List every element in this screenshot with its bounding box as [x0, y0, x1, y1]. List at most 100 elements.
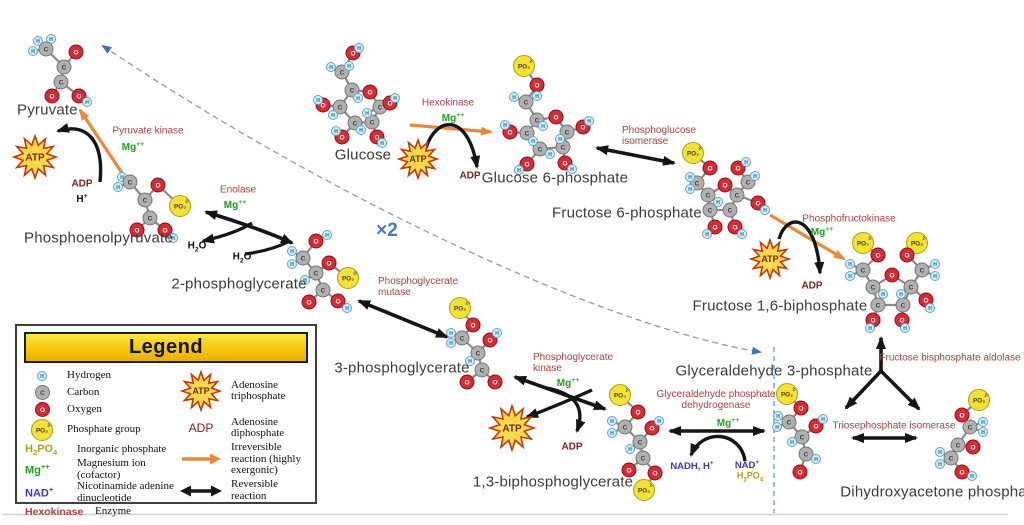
legend-label: Irreversible reaction (highly exergonic): [231, 441, 301, 476]
svg-text:C: C: [695, 180, 700, 187]
metabolite-label-dihydroxyacetone-phosphate: Dihydroxyacetone phosphate: [840, 483, 1024, 501]
svg-text:C: C: [787, 419, 792, 426]
cofactor-label-adp-2: ADP: [459, 170, 481, 182]
H-atom-icon: H: [465, 356, 475, 366]
svg-text:H: H: [531, 139, 535, 145]
H-atom-icon: H: [787, 437, 797, 447]
svg-text:C: C: [350, 87, 355, 94]
atp-hexokinase-star: ATP: [396, 137, 440, 181]
svg-text:H: H: [848, 274, 852, 280]
svg-text:C: C: [728, 207, 733, 214]
legend-icon-cell: [177, 452, 225, 466]
svg-text:H: H: [981, 420, 985, 426]
cofactor-label-mg-hexokinase: Mg++: [441, 111, 465, 125]
svg-text:H: H: [903, 326, 907, 332]
C-atom-icon: C: [950, 437, 966, 453]
svg-text:C: C: [40, 390, 45, 397]
svg-text:O: O: [970, 444, 975, 451]
H-atom-icon: H: [82, 97, 92, 107]
svg-text:O: O: [875, 252, 880, 259]
H-atom-icon: H: [287, 246, 297, 256]
C-atom-icon: C: [962, 419, 978, 435]
c-atom-icon: C: [34, 385, 50, 400]
svg-text:H: H: [359, 128, 363, 134]
svg-text:H: H: [290, 262, 294, 268]
cofactor-label-mg-pyruvate-kinase: Mg++: [121, 140, 145, 154]
legend-icon-cell: [177, 484, 225, 498]
svg-text:H: H: [628, 447, 632, 453]
svg-text:O: O: [350, 50, 355, 57]
C-atom-icon: C: [781, 414, 797, 430]
svg-text:C: C: [314, 270, 319, 277]
svg-text:O: O: [580, 124, 585, 131]
svg-text:PO₃: PO₃: [973, 397, 985, 404]
H-atom-icon: H: [344, 61, 354, 71]
svg-text:H: H: [116, 185, 120, 191]
C-atom-icon: C: [38, 41, 54, 57]
H-atom-icon: H: [865, 323, 875, 333]
svg-text:O: O: [553, 114, 558, 121]
svg-text:2-: 2-: [699, 146, 704, 151]
C-atom-icon: C: [794, 429, 810, 445]
svg-text:O: O: [306, 299, 311, 306]
svg-text:C: C: [746, 179, 751, 186]
svg-text:O: O: [652, 470, 657, 477]
metabolite-label-fructose-6-phosphate: Fructose 6-phosphate: [552, 204, 702, 222]
svg-text:PO₃: PO₃: [687, 150, 699, 157]
svg-text:C: C: [340, 69, 345, 76]
H-atom-icon: H: [555, 134, 565, 144]
H-atom-icon: H: [925, 303, 935, 313]
svg-text:2-: 2-: [354, 271, 359, 276]
O-atom-icon: O: [884, 267, 900, 283]
H-atom-icon: H: [390, 93, 400, 103]
legend-icon-cell: H: [25, 370, 59, 382]
svg-text:O: O: [39, 407, 44, 414]
legend-icon-cell: O: [25, 401, 59, 418]
H-atom-icon: H: [811, 454, 821, 464]
svg-text:C: C: [706, 192, 711, 199]
curve-enolase-water-out: [201, 221, 253, 244]
H-atom-icon: H: [528, 136, 538, 146]
svg-text:PO₃: PO₃: [174, 203, 186, 210]
metabolite-label-fructose-16-biphosphate: Fructose 1,6-biphosphate: [692, 297, 868, 315]
svg-text:H: H: [449, 341, 453, 347]
svg-text:H: H: [881, 292, 885, 298]
enzyme-label-triosephosphate-isomerase: Triosephosphate isomerase: [832, 420, 956, 432]
svg-text:H: H: [899, 292, 903, 298]
svg-text:H: H: [848, 262, 852, 268]
legend-row: Mg++Magnesium ion (cofactor): [25, 457, 177, 481]
O-atom-icon: O: [465, 317, 481, 333]
C-atom-icon: C: [518, 94, 534, 110]
legend-title: Legend: [128, 336, 204, 358]
O-atom-icon: O: [954, 407, 970, 423]
C-atom-icon: C: [729, 187, 745, 203]
svg-text:H: H: [933, 262, 937, 268]
O-atom-icon: O: [321, 255, 337, 271]
H-atom-icon: H: [737, 229, 747, 239]
H-atom-icon: H: [900, 323, 910, 333]
svg-text:O: O: [797, 469, 802, 476]
legend-label: Inorganic phosphate: [77, 443, 167, 456]
svg-text:H: H: [495, 331, 499, 337]
C-atom-icon: C: [632, 434, 648, 450]
svg-text:2-: 2-: [48, 423, 53, 428]
irreversible-reaction-arrow-icon: [182, 453, 221, 465]
svg-text:C: C: [735, 192, 740, 199]
svg-text:H: H: [356, 96, 360, 102]
svg-text:O: O: [649, 425, 654, 432]
legend-label: Oxygen: [67, 402, 102, 415]
cofactor-label-h-plus-1: H+: [76, 192, 88, 206]
svg-text:O: O: [507, 129, 512, 136]
svg-text:H: H: [933, 274, 937, 280]
legend-symbol: ADP: [188, 421, 214, 435]
